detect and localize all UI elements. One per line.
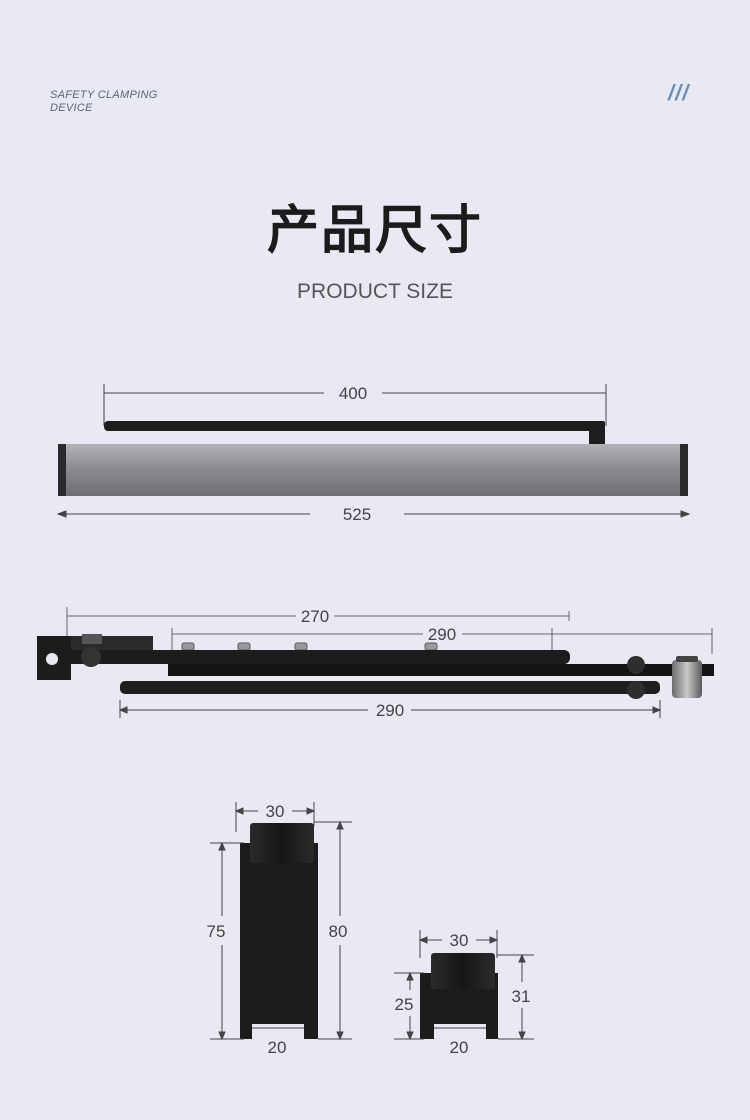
bracket-hole [46, 653, 58, 665]
arm-pivot [589, 421, 605, 445]
short-post-notch [434, 1024, 486, 1039]
dimension-400 [103, 384, 607, 426]
dimension-290-lower [118, 700, 662, 718]
tall-label-top-width: 30 [266, 802, 285, 821]
lower-arm [120, 681, 660, 694]
body-end-cap-right [680, 444, 688, 496]
dim-label-270: 270 [301, 607, 329, 626]
short-label-top-width: 30 [450, 931, 469, 950]
dimension-525 [56, 510, 691, 518]
dimension-290-upper [171, 628, 713, 654]
tall-post-body [240, 843, 318, 1039]
page-title: 产品尺寸 [266, 201, 483, 261]
dim-label-290-upper: 290 [428, 625, 456, 644]
short-label-right-height: 31 [512, 987, 531, 1006]
page-subtitle: PRODUCT SIZE [297, 280, 453, 303]
left-pivot [81, 647, 101, 667]
dim-label-400: 400 [339, 384, 367, 403]
brand-line-2: DEVICE [50, 102, 93, 114]
short-dim-right [497, 953, 534, 1041]
short-post-diagram: 30 25 31 20 [394, 930, 534, 1057]
right-pivot-upper [627, 656, 645, 674]
upper-arm [66, 650, 570, 664]
roller-cap [676, 656, 698, 662]
dim-label-525: 525 [343, 505, 371, 524]
right-pivot-lower [627, 681, 645, 699]
brand-line-1: SAFETY CLAMPING [50, 89, 158, 101]
tall-label-left-height: 75 [207, 922, 226, 941]
brand-label: SAFETY CLAMPING DEVICE [50, 89, 158, 115]
body-end-cap-left [58, 444, 66, 496]
tall-label-bottom-width: 20 [268, 1038, 287, 1057]
left-pivot-cap [82, 634, 102, 644]
slashes-decor-icon: /// [668, 80, 690, 105]
closer-arm [104, 421, 604, 431]
tall-post-diagram: 30 75 80 20 [207, 802, 352, 1057]
tall-dim-right [314, 820, 352, 1041]
short-post-head [431, 953, 495, 989]
tall-post-notch [252, 1024, 304, 1039]
tall-label-right-height: 80 [329, 922, 348, 941]
short-label-left-height: 25 [395, 995, 414, 1014]
middle-diagram: 270 290 [37, 607, 714, 720]
tall-dim-left [210, 841, 244, 1041]
roller-wheel [672, 660, 702, 698]
closer-body [58, 444, 688, 496]
short-dim-left [394, 971, 424, 1041]
top-diagram: 400 525 [56, 384, 691, 524]
short-dim-top [418, 930, 499, 958]
dim-label-290-lower: 290 [376, 701, 404, 720]
short-label-bottom-width: 20 [450, 1038, 469, 1057]
slide-rail [168, 664, 714, 676]
rail-screws [181, 642, 438, 651]
tall-post-head [250, 823, 314, 863]
